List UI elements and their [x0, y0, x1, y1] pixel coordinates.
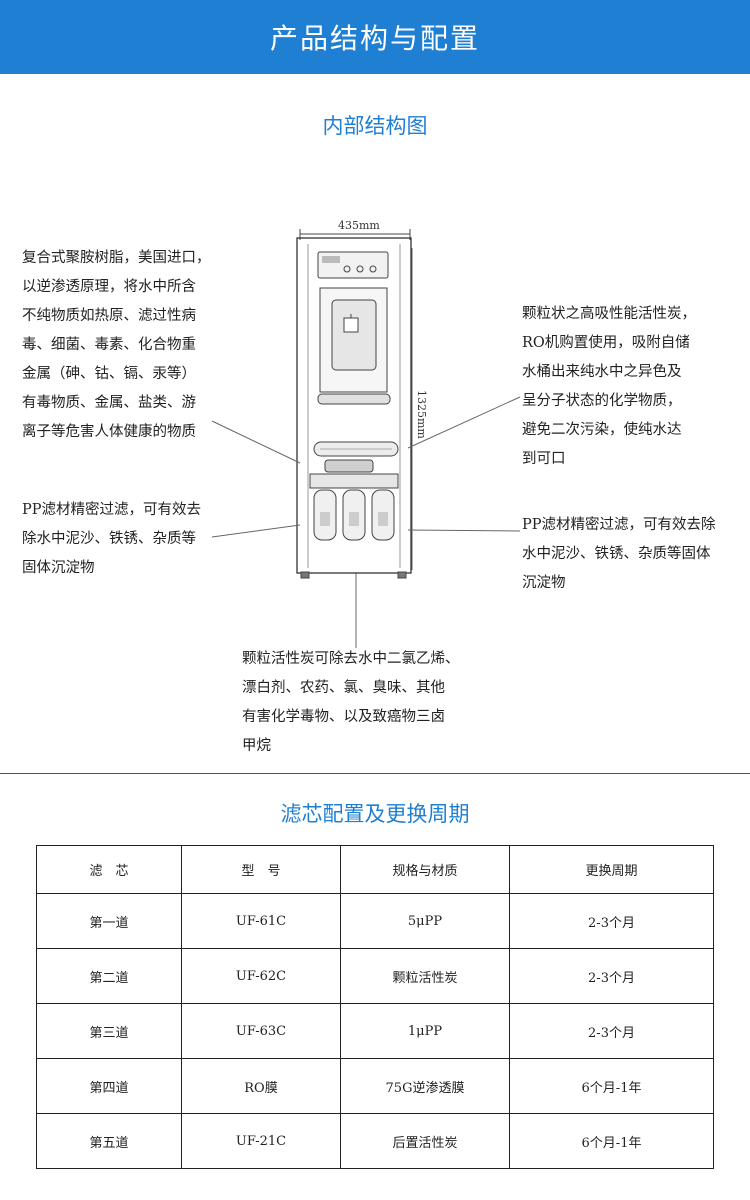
column-header: 更换周期	[509, 845, 714, 894]
table-cell: 5μPP	[340, 893, 510, 949]
filters-section-title: 滤芯配置及更换周期	[280, 802, 470, 826]
left-bottom-description: PP滤材精密过滤，可有效去 除水中泥沙、铁锈、杂质等 固体沉淀物	[22, 502, 202, 576]
table-cell: UF-62C	[181, 948, 341, 1004]
table-cell: 后置活性炭	[340, 1113, 510, 1169]
table-cell: 第三道	[36, 1003, 182, 1059]
table-header-row: 滤 芯 型 号 规格与材质 更换周期	[36, 845, 714, 894]
table-cell: 2-3个月	[509, 893, 714, 949]
section-divider	[0, 773, 750, 774]
table-cell: UF-61C	[181, 893, 341, 949]
right-bottom-description: PP滤材精密过滤，可有效去除 水中泥沙、铁锈、杂质等固体 沉淀物	[522, 517, 716, 591]
height-dimension-label: 1325mm	[415, 390, 428, 439]
table-cell: 2-3个月	[509, 1003, 714, 1059]
table-cell: 1μPP	[340, 1003, 510, 1059]
column-header: 规格与材质	[340, 845, 510, 894]
table-cell: 第五道	[36, 1113, 182, 1169]
table-cell: 6个月-1年	[509, 1113, 714, 1169]
table-row: 第四道 RO膜 75G逆渗透膜 6个月-1年	[36, 1058, 714, 1114]
column-header: 型 号	[181, 845, 341, 894]
page-header: 产品结构与配置	[0, 0, 750, 74]
table-cell: UF-63C	[181, 1003, 341, 1059]
right-top-description: 颗粒状之高吸性能活性炭， RO机购置使用，吸附自储 水桶出来纯水中之异色及 呈分…	[522, 306, 696, 467]
machine-diagram: 435mm 1325mm	[211, 219, 521, 595]
table-cell: 第二道	[36, 948, 182, 1004]
table-cell: 6个月-1年	[509, 1058, 714, 1114]
width-dimension-label: 435mm	[338, 219, 380, 232]
table-cell: 颗粒活性炭	[340, 948, 510, 1004]
table-cell: 第四道	[36, 1058, 182, 1114]
table-row: 第二道 UF-62C 颗粒活性炭 2-3个月	[36, 948, 714, 1004]
structure-section-title: 内部结构图	[322, 114, 428, 138]
header-title: 产品结构与配置	[269, 22, 480, 55]
table-row: 第五道 UF-21C 后置活性炭 6个月-1年	[36, 1113, 714, 1169]
bottom-description: 颗粒活性炭可除去水中二氯乙烯、 漂白剂、农药、氯、臭味、其他 有害化学毒物、以及…	[242, 651, 460, 754]
table-cell: 2-3个月	[509, 948, 714, 1004]
table-cell: RO膜	[181, 1058, 341, 1114]
bottom-leader-line	[355, 595, 357, 648]
table-cell: UF-21C	[181, 1113, 341, 1169]
table-row: 第三道 UF-63C 1μPP 2-3个月	[36, 1003, 714, 1059]
table-cell: 第一道	[36, 893, 182, 949]
table-row: 第一道 UF-61C 5μPP 2-3个月	[36, 893, 714, 949]
column-header: 滤 芯	[36, 845, 182, 894]
filter-table: 滤 芯 型 号 规格与材质 更换周期 第一道 UF-61C 5μPP 2-3个月…	[36, 845, 714, 1169]
left-top-description: 复合式聚胺树脂，美国进口， 以逆渗透原理，将水中所含 不纯物质如热原、滤过性病 …	[22, 250, 211, 440]
table-cell: 75G逆渗透膜	[340, 1058, 510, 1114]
